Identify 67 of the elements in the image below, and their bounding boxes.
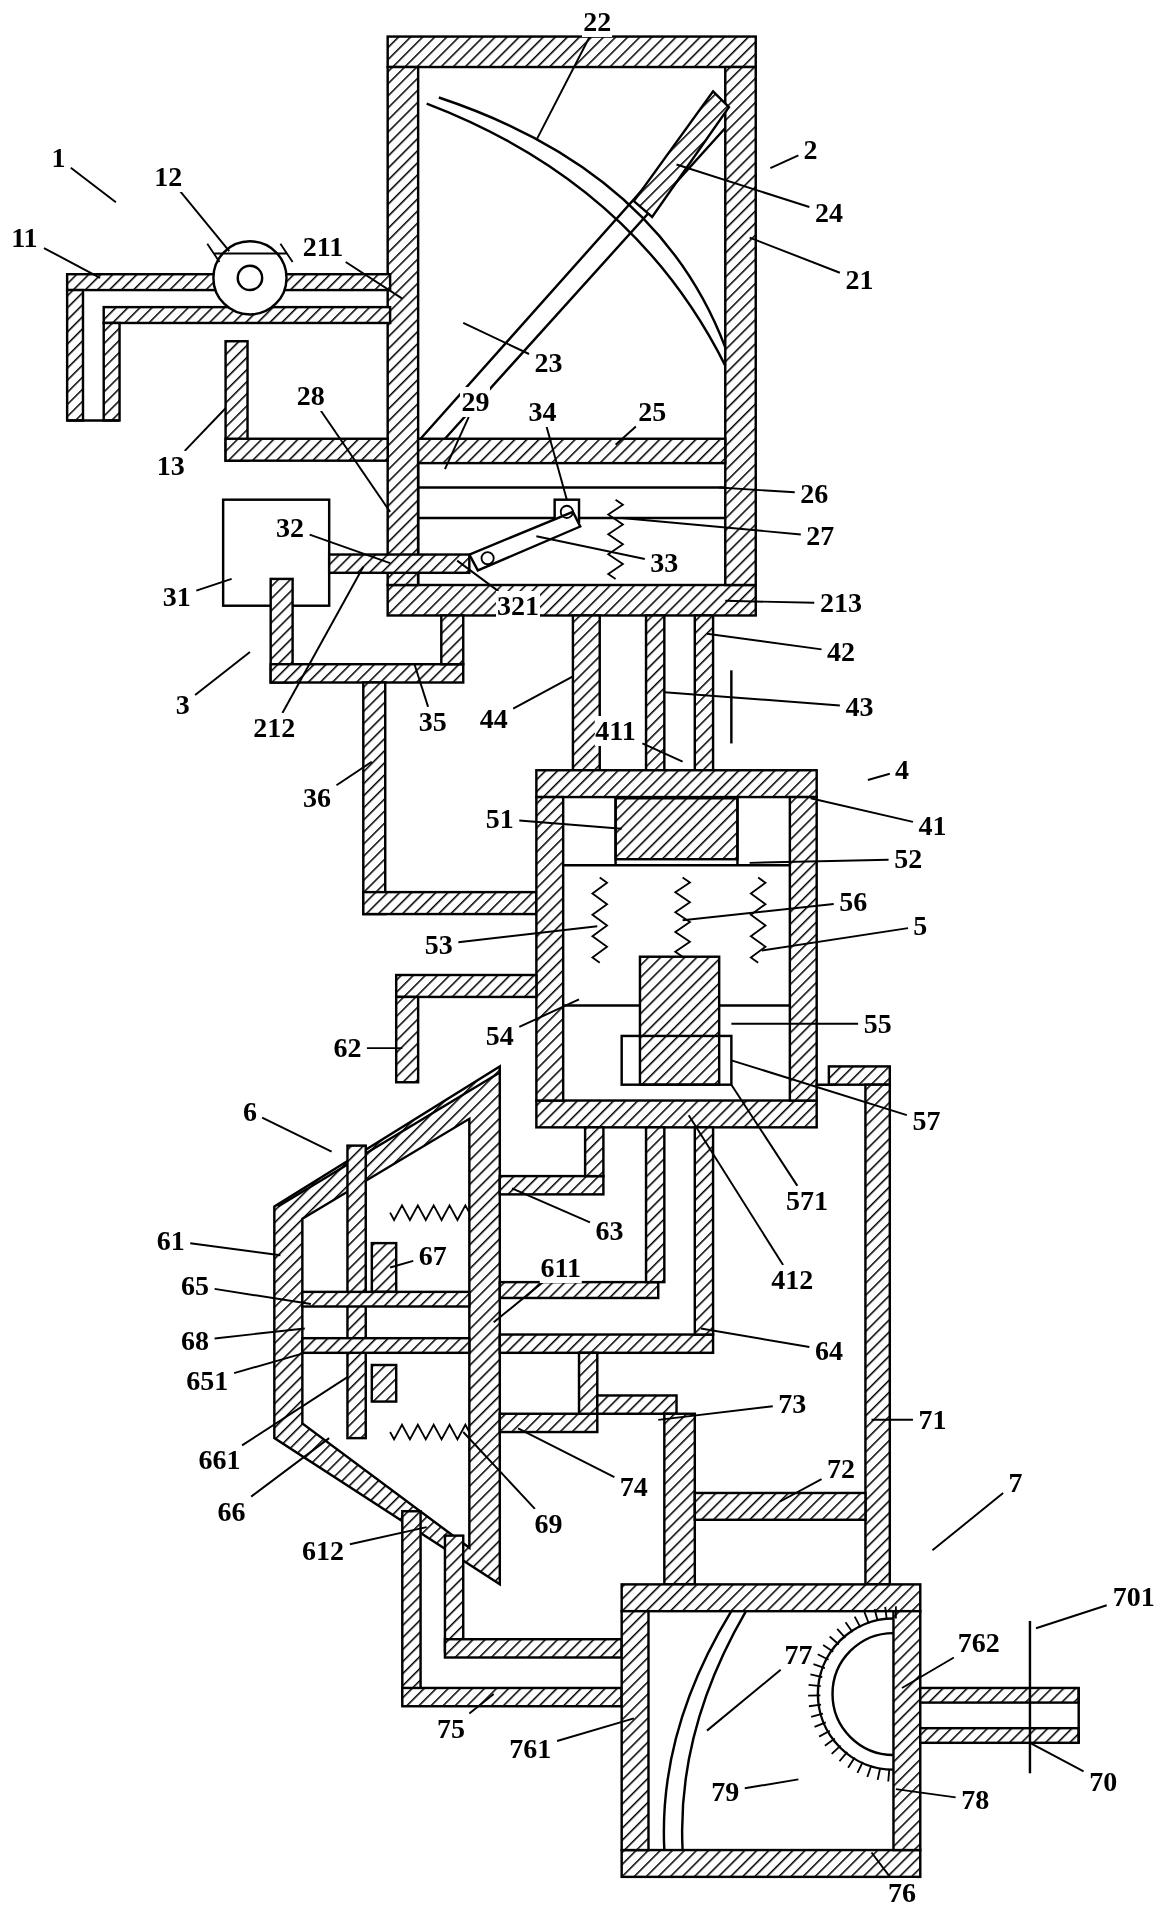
leader-line (706, 1668, 782, 1732)
leader-line (614, 425, 637, 446)
leader-line (261, 1116, 333, 1153)
leader-line (675, 163, 811, 208)
leader-line (866, 772, 891, 781)
leader-line (413, 663, 430, 708)
leader-line (456, 559, 500, 593)
leader-line (213, 1287, 312, 1306)
leader-line (748, 858, 890, 864)
leader-line (183, 407, 227, 452)
leader-line (681, 903, 835, 922)
leader-line (743, 1778, 800, 1790)
leader-line (706, 632, 823, 651)
leader-line (213, 1327, 306, 1340)
leader-line (319, 409, 392, 513)
leader-line (250, 1437, 331, 1498)
leader-line (556, 1717, 635, 1742)
leader-line (518, 819, 623, 830)
leader-line (233, 1351, 306, 1375)
leader-line (517, 1427, 616, 1478)
leader-line (241, 1376, 349, 1447)
leader-line (308, 533, 392, 565)
leader-line (189, 1242, 282, 1257)
leader-line (894, 1788, 957, 1799)
leader-line (281, 565, 365, 714)
leader-line (1035, 1604, 1108, 1630)
leader-line (931, 1492, 1005, 1552)
leader-line (769, 154, 800, 170)
leader-line (462, 1431, 536, 1510)
leader-line (194, 651, 251, 696)
leader-line (512, 675, 574, 710)
leader-line (809, 797, 914, 823)
leader-line (760, 927, 910, 952)
leader-line (641, 742, 684, 763)
leader-line (457, 925, 599, 944)
leader-line (779, 1478, 823, 1503)
leader-line (389, 1259, 415, 1269)
leader-line (518, 998, 580, 1028)
leader-line (365, 1047, 404, 1050)
leader-line (535, 535, 646, 560)
leader-line (748, 236, 841, 274)
leader-line (179, 190, 231, 253)
leader-line (462, 322, 531, 355)
leader-line (699, 1327, 811, 1348)
leader-line (730, 1083, 799, 1187)
leader-line (348, 1526, 428, 1546)
callout-number: 29 (460, 387, 491, 418)
leader-line (492, 1281, 544, 1324)
leader-line (443, 415, 470, 471)
leader-line (69, 166, 117, 204)
callout-number: 411 (594, 716, 637, 747)
leader-line (724, 599, 816, 604)
leader-line (663, 691, 841, 707)
leader-line (620, 517, 802, 536)
leader-line (687, 1114, 785, 1267)
leader-line (901, 1656, 955, 1689)
leader-line (43, 247, 102, 279)
leader-line (870, 1418, 914, 1421)
leader-line (468, 1693, 495, 1715)
leader-line (730, 1022, 860, 1025)
leader-line (195, 577, 233, 592)
leader-line (718, 486, 796, 494)
leader-line (511, 1187, 591, 1224)
leader-line (1028, 1741, 1085, 1773)
leader-line (545, 425, 568, 501)
leader-line (335, 760, 373, 787)
leader-line (657, 1405, 774, 1421)
